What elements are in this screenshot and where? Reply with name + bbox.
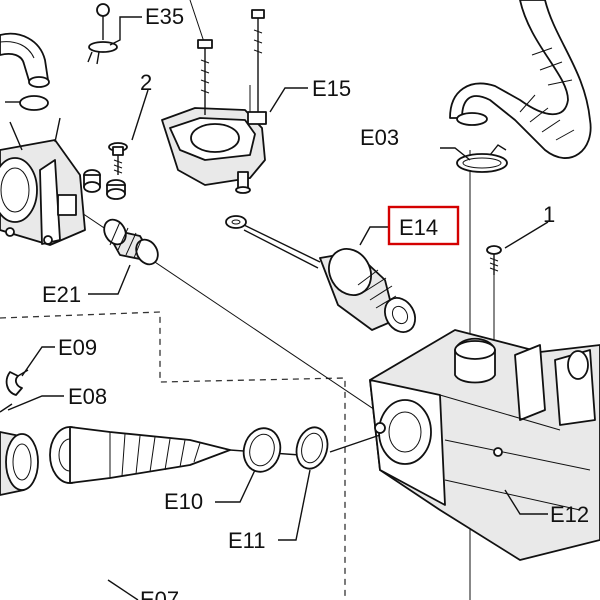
o-ring-small-top-left bbox=[5, 95, 49, 111]
leader-e15 bbox=[269, 87, 308, 113]
pressure-sensor-e15 bbox=[161, 9, 267, 194]
label-2: 2 bbox=[140, 70, 152, 95]
leader-e03 bbox=[440, 147, 471, 161]
pump-housing-left bbox=[0, 117, 86, 246]
hose-elbow-top-left bbox=[0, 32, 50, 88]
label-e15: E15 bbox=[312, 76, 351, 101]
label-e21: E21 bbox=[42, 282, 81, 307]
leader-e07 bbox=[107, 579, 139, 600]
drain-hose-right bbox=[449, 0, 592, 159]
clip-e35 bbox=[87, 3, 118, 65]
assembly-line-orings bbox=[329, 434, 381, 453]
label-e03: E03 bbox=[360, 125, 399, 150]
leader-e08 bbox=[7, 395, 64, 411]
leader-e11 bbox=[278, 469, 311, 541]
screw-2 bbox=[108, 142, 128, 175]
o-ring-e10 bbox=[242, 427, 282, 473]
grommet-e21 bbox=[103, 218, 159, 266]
leader-e09 bbox=[21, 346, 55, 377]
fitting-left-bottom bbox=[0, 431, 39, 496]
label-e08: E08 bbox=[68, 384, 107, 409]
o-ring-e11 bbox=[295, 426, 329, 470]
label-e11: E11 bbox=[228, 528, 266, 553]
filter-cartridge bbox=[49, 426, 301, 484]
label-1: 1 bbox=[543, 202, 555, 227]
leader-1 bbox=[504, 221, 549, 249]
highlight-box-e14 bbox=[387, 205, 460, 246]
valve-body-e12 bbox=[369, 329, 600, 561]
leader-e21 bbox=[88, 264, 131, 295]
hose-clamp-e03 bbox=[456, 144, 508, 173]
label-e14: E14 bbox=[399, 215, 438, 240]
ntc-sensor-e14 bbox=[225, 215, 416, 333]
leader-e14 bbox=[359, 226, 388, 246]
label-e07: E07 bbox=[140, 587, 179, 600]
screw-1 bbox=[486, 245, 502, 275]
leader-e12 bbox=[504, 489, 548, 515]
leader-e35 bbox=[109, 16, 142, 46]
leader-e10 bbox=[215, 469, 256, 503]
label-e12: E12 bbox=[550, 502, 589, 527]
subassembly-boundary bbox=[0, 311, 346, 600]
nut-washers bbox=[83, 169, 126, 200]
label-e35: E35 bbox=[145, 4, 184, 29]
label-e10: E10 bbox=[164, 489, 203, 514]
label-e09: E09 bbox=[58, 335, 97, 360]
clip-e09 bbox=[5, 369, 29, 396]
leader-2 bbox=[131, 89, 149, 141]
clip-e08 bbox=[0, 403, 13, 413]
